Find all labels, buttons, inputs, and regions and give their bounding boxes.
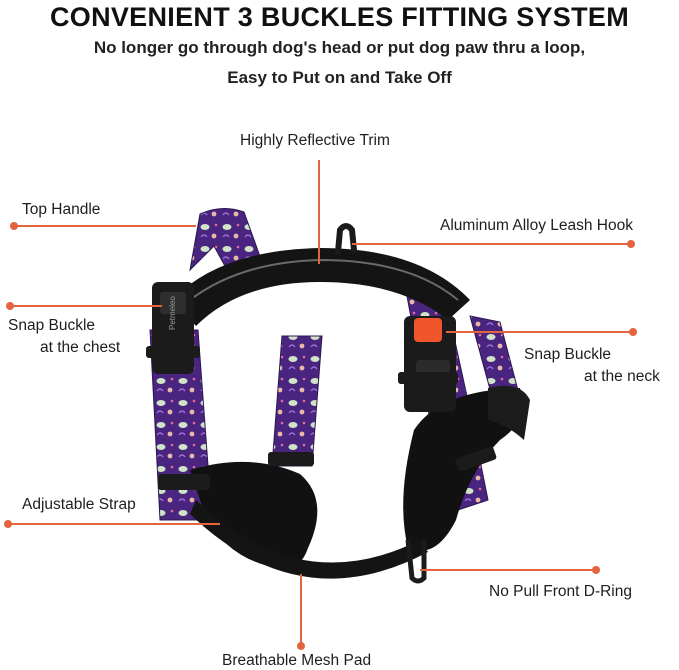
leash-hook-line: [352, 243, 630, 245]
leash-hook-dot: [627, 240, 635, 248]
neck-buckle: [398, 316, 458, 412]
subtitle-line-1: No longer go through dog's head or put d…: [93, 38, 586, 57]
neck-buckle-line: [446, 331, 632, 333]
callout-top-handle: Top Handle: [22, 201, 101, 218]
d-ring: [405, 539, 427, 584]
neck-buckle-dot: [629, 328, 637, 336]
d-ring-line: [420, 569, 596, 571]
chest-buckle-line: [10, 305, 162, 307]
callout-snap-buckle-neck-line2: at the neck: [584, 368, 660, 385]
callout-highly-reflective-trim: Highly Reflective Trim: [240, 132, 390, 149]
mesh-pad-dot: [297, 642, 305, 650]
top-handle-line: [14, 225, 196, 227]
d-ring-dot: [592, 566, 600, 574]
svg-text:Petmeleo: Petmeleo: [168, 296, 177, 330]
subtitle-line-2: Easy to Put on and Take Off: [227, 68, 452, 87]
left-adjuster: [158, 474, 210, 490]
callout-snap-buckle-neck-line1: Snap Buckle: [524, 346, 612, 363]
callout-snap-buckle-chest-line1: Snap Buckle: [8, 317, 96, 334]
page-title: CONVENIENT 3 BUCKLES FITTING SYSTEM: [49, 2, 630, 32]
callout-aluminum-alloy-leash-hook: Aluminum Alloy Leash Hook: [440, 217, 633, 234]
center-adjuster: [268, 452, 314, 466]
leash-hook: [335, 223, 357, 255]
reflective-trim-line: [318, 160, 320, 264]
mesh-pad: [190, 461, 318, 569]
callout-no-pull-front-d-ring: No Pull Front D-Ring: [489, 583, 632, 600]
center-strap: [271, 335, 323, 467]
chest-buckle: Petmeleo: [146, 282, 200, 374]
right-adjuster: [455, 446, 497, 472]
back-padding: [172, 248, 470, 326]
callout-breathable-mesh-pad: Breathable Mesh Pad: [222, 652, 372, 669]
adjustable-strap-line: [8, 523, 220, 525]
callout-adjustable-strap: Adjustable Strap: [22, 496, 136, 513]
callout-snap-buckle-chest-line2: at the chest: [40, 339, 121, 356]
mesh-pad-line: [300, 574, 302, 646]
